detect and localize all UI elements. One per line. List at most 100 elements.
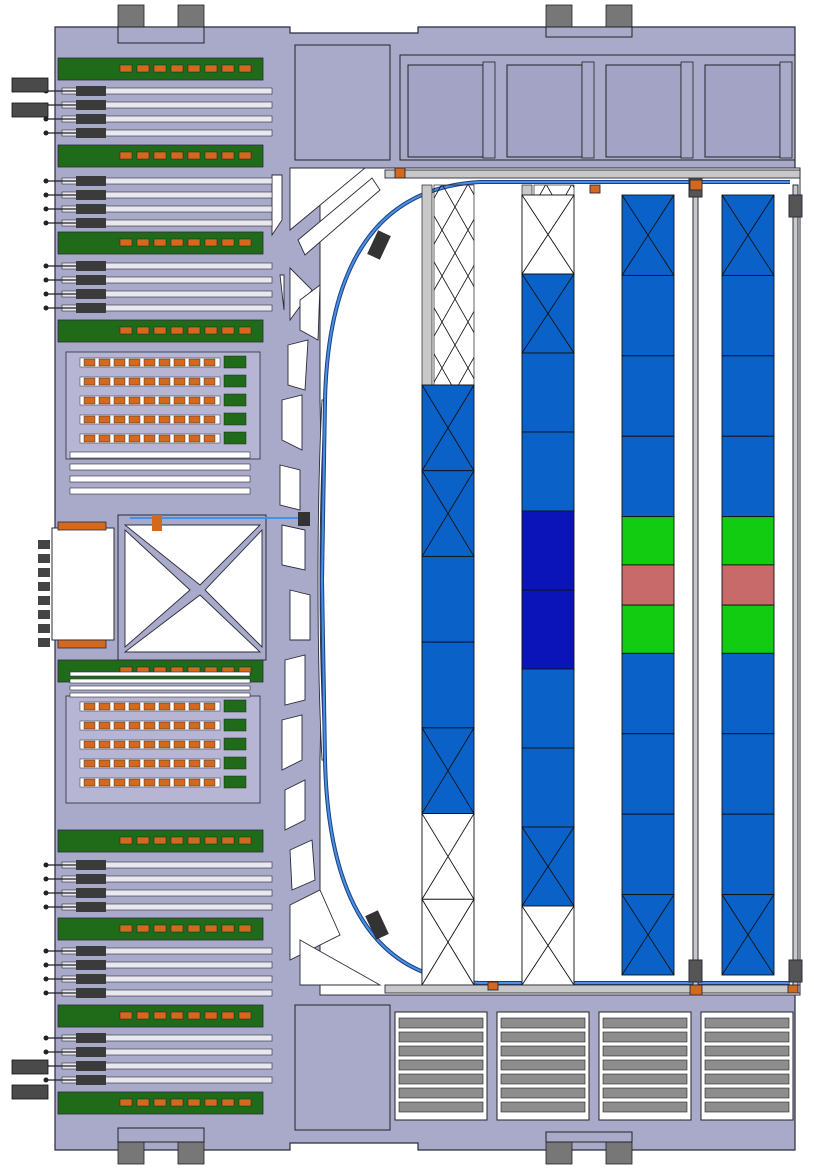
pcb-connector	[221, 836, 235, 845]
pcb-connector	[187, 1011, 201, 1020]
board-connector	[158, 377, 171, 386]
board-edge-connector	[223, 699, 247, 713]
electronics-box	[704, 64, 781, 158]
pcb-connector	[204, 64, 218, 73]
harness-plug	[76, 960, 106, 970]
pcb-connector	[238, 836, 252, 845]
board-connector	[83, 778, 96, 787]
board-connector	[173, 759, 186, 768]
pcb-connector	[221, 238, 235, 247]
module-card	[398, 1087, 484, 1099]
harness-plug	[76, 946, 106, 956]
column-segment-blue	[721, 274, 775, 357]
module-card	[602, 1059, 688, 1071]
board-edge-connector	[223, 775, 247, 789]
board-connector	[173, 740, 186, 749]
cable-connector	[11, 1084, 49, 1100]
mount-brackets	[117, 4, 633, 1165]
pcb-connector	[170, 64, 184, 73]
board-connector	[113, 702, 126, 711]
pcb-connector	[221, 924, 235, 933]
board-connector	[173, 358, 186, 367]
board-connector	[128, 721, 141, 730]
column-segment-blue	[521, 668, 575, 749]
board-connector	[113, 358, 126, 367]
pin-connector	[38, 610, 50, 619]
harness-plug	[76, 860, 106, 870]
board-connector	[83, 377, 96, 386]
column-segment-green	[721, 604, 775, 654]
harness-plug	[76, 176, 106, 186]
pcb-connector	[136, 1098, 150, 1107]
board-connector	[83, 434, 96, 443]
board-connector	[83, 759, 96, 768]
module-card	[500, 1031, 586, 1043]
harness-pin	[43, 890, 49, 896]
board-connector	[188, 434, 201, 443]
board-connector	[113, 740, 126, 749]
board-connector	[173, 434, 186, 443]
board-connector	[83, 740, 96, 749]
board-connector	[128, 759, 141, 768]
board-connector	[203, 721, 216, 730]
board-connector	[158, 740, 171, 749]
harness-pin	[43, 130, 49, 136]
board-edge-connector	[223, 737, 247, 751]
sensor-columns	[421, 184, 775, 986]
module-card	[602, 1031, 688, 1043]
board-connector	[188, 740, 201, 749]
pcb-connector	[136, 64, 150, 73]
board-connector	[173, 415, 186, 424]
pin-connector	[38, 554, 50, 563]
empty-slot	[69, 451, 251, 459]
board-connector	[128, 415, 141, 424]
electronics-box	[506, 64, 583, 158]
board-connector	[113, 377, 126, 386]
board-connector	[83, 702, 96, 711]
column-segment-blue	[721, 652, 775, 735]
board-connector	[98, 740, 111, 749]
pcb-connector	[119, 238, 133, 247]
pcb-connector	[170, 1011, 184, 1020]
pcb-connector	[119, 836, 133, 845]
board-connector	[98, 721, 111, 730]
cross-rails	[384, 167, 801, 996]
segment-cross	[421, 899, 475, 986]
board-connector	[143, 740, 156, 749]
harness-pin	[43, 976, 49, 982]
segment-cross	[521, 905, 575, 986]
empty-slot	[69, 678, 251, 684]
harness-plug	[76, 1033, 106, 1043]
board-connector	[143, 377, 156, 386]
module-card	[398, 1031, 484, 1043]
segment-cross	[521, 194, 575, 275]
pcb-connector	[153, 151, 167, 160]
empty-slot	[69, 475, 251, 483]
mount-bracket	[117, 1139, 145, 1165]
module-card	[500, 1101, 586, 1113]
pcb-connector	[221, 1098, 235, 1107]
column-segment-blue	[421, 555, 475, 643]
module-card	[602, 1045, 688, 1057]
pcb-connector	[204, 1011, 218, 1020]
board-connector	[203, 434, 216, 443]
board-connector	[188, 702, 201, 711]
harness-pin	[43, 1049, 49, 1055]
mount-bracket	[177, 4, 205, 30]
module-card	[500, 1087, 586, 1099]
segment-cross	[421, 384, 475, 471]
left-pin-column	[38, 540, 50, 647]
board-connector	[203, 702, 216, 711]
module-card	[398, 1059, 484, 1071]
board-connector	[173, 396, 186, 405]
board-connector	[83, 415, 96, 424]
column-segment-pink	[721, 564, 775, 606]
board-connector	[128, 358, 141, 367]
board-connector	[143, 778, 156, 787]
harness-pin	[43, 862, 49, 868]
harness-plug	[76, 218, 106, 228]
board-connector	[113, 721, 126, 730]
board-connector	[173, 377, 186, 386]
module-card	[602, 1073, 688, 1085]
